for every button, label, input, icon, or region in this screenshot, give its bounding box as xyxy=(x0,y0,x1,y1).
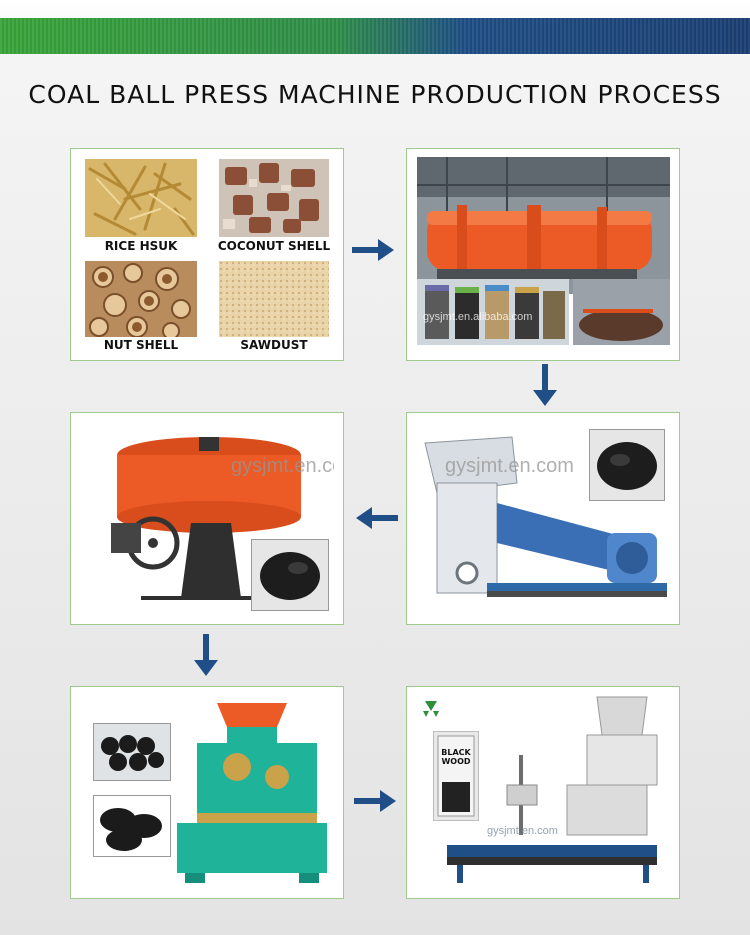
coconut-shell-image xyxy=(219,159,329,237)
bag-brand-text: BLACK WOOD xyxy=(441,748,471,766)
top-banner xyxy=(0,18,750,54)
charcoal-powder-image xyxy=(251,539,329,611)
watermark: gysjmt.en.com xyxy=(231,455,334,477)
arrow-right-icon xyxy=(354,790,396,812)
panel-carbonization: gysjmt.en.alibaba.com xyxy=(406,148,680,361)
label-sawdust: SAWDUST xyxy=(240,338,308,352)
arrow-down-icon xyxy=(533,364,557,406)
watermark: gysjmt.en.alibaba.com xyxy=(423,311,533,323)
mixer-machine-image: gysjmt.en.com xyxy=(81,423,334,613)
panel-packing: BLACK WOOD gysjmt.en.com xyxy=(406,686,680,899)
panel-ball-press xyxy=(70,686,344,899)
page-title: COAL BALL PRESS MACHINE PRODUCTION PROCE… xyxy=(28,80,722,109)
crusher-machine-image: gysjmt.en.com xyxy=(417,423,670,613)
charcoal-pile-image xyxy=(573,279,670,345)
label-coconut-shell: COCONUT SHELL xyxy=(217,239,331,253)
panel-mixer: gysjmt.en.com xyxy=(70,412,344,625)
rice-husk-image xyxy=(85,159,197,237)
label-nut-shell: NUT SHELL xyxy=(103,338,179,352)
carbonization-furnace-image xyxy=(417,157,670,294)
charcoal-powder-image xyxy=(589,429,665,501)
panel-crusher: gysjmt.en.com xyxy=(406,412,680,625)
arrow-down-icon xyxy=(194,634,218,676)
briquettes-image xyxy=(93,795,171,857)
arrow-left-icon xyxy=(356,507,398,529)
sawdust-image xyxy=(219,261,329,337)
ball-press-machine-image xyxy=(167,697,337,887)
watermark: gysjmt.en.com xyxy=(445,455,574,477)
label-rice-husk: RICE HSUK xyxy=(104,239,178,253)
nut-shell-image xyxy=(85,261,197,337)
charcoal-bag-image: BLACK WOOD xyxy=(433,731,479,821)
charcoal-jars-image: gysjmt.en.alibaba.com xyxy=(417,279,569,345)
panel-raw-materials: RICE HSUK COCONUT SHELL NUT SHELL SAWD xyxy=(70,148,344,361)
arrow-right-icon xyxy=(352,239,394,261)
packing-machine-image: BLACK WOOD gysjmt.en.com xyxy=(417,695,670,889)
coal-balls-image xyxy=(93,723,171,781)
watermark: gysjmt.en.com xyxy=(487,825,558,837)
